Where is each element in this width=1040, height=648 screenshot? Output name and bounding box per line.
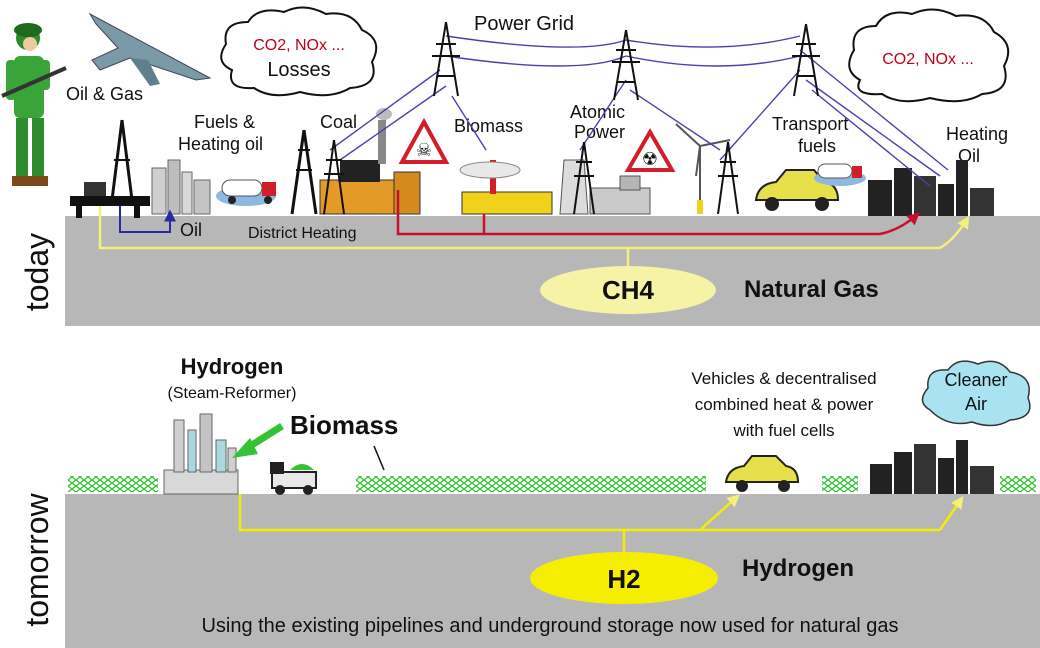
label-coal: Coal	[320, 112, 357, 132]
label-vehicles-1: Vehicles & decentralised	[691, 369, 876, 388]
label-biomass-tomorrow: Biomass	[290, 410, 398, 440]
gas-name-tomorrow: Hydrogen	[742, 555, 854, 582]
label-power-grid: Power Grid	[474, 13, 574, 35]
cloud-right-emissions: CO2, NOx ...	[882, 51, 974, 68]
cloud-right: CO2, NOx ...	[848, 8, 1010, 103]
biomass-truck-icon	[270, 462, 317, 495]
label-fuels-1: Fuels &	[194, 112, 255, 132]
label-oil: Oil	[180, 220, 202, 240]
nuclear-plant-icon	[559, 159, 651, 215]
footer-text: Using the existing pipelines and undergr…	[201, 615, 898, 637]
section-label-tomorrow: tomorrow	[19, 492, 55, 626]
biomass-pointer-line	[373, 445, 385, 471]
section-label-today: today	[19, 233, 55, 311]
grass-strip-2	[356, 476, 706, 492]
label-oil-gas: Oil & Gas	[66, 84, 143, 104]
tanker-truck-2-icon	[814, 163, 866, 186]
label-transport-2: fuels	[798, 136, 836, 156]
gas-formula-today: CH4	[602, 275, 655, 305]
grass-strip-1	[68, 476, 158, 492]
label-fuels-2: Heating oil	[178, 134, 263, 154]
coal-mine-icon	[290, 129, 318, 215]
pylon-icon-6	[717, 141, 739, 215]
pylon-icon-4	[323, 139, 345, 215]
district-heating-pipeline	[396, 190, 920, 236]
car-tomorrow-icon	[724, 455, 800, 492]
steam-reformer-icon	[163, 413, 239, 495]
power-grid-lines	[329, 35, 949, 187]
label-atomic-2: Power	[574, 122, 625, 142]
gas-formula-tomorrow: H2	[607, 564, 640, 594]
pylon-icon-5	[573, 141, 595, 215]
cloud-left-losses: Losses	[267, 59, 330, 81]
label-steam-reformer: (Steam-Reformer)	[168, 385, 297, 402]
gas-name-today: Natural Gas	[744, 276, 879, 303]
city-today-icon	[868, 160, 994, 216]
cloud-left-emissions: CO2, NOx ...	[253, 37, 345, 54]
jet-icon	[88, 12, 212, 86]
label-district-heating: District Heating	[248, 225, 356, 242]
hydrogen-pipeline	[238, 494, 964, 552]
tanker-truck-icon	[216, 179, 276, 206]
label-vehicles-2: combined heat & power	[695, 395, 874, 414]
svg-text:☢: ☢	[642, 149, 658, 169]
refinery-icon	[151, 159, 211, 215]
label-cleaner-1: Cleaner	[944, 370, 1007, 390]
pylon-icon-1	[432, 21, 460, 97]
h2-ellipse	[530, 552, 718, 604]
cleaner-air-cloud: Cleaner Air	[921, 360, 1031, 427]
label-biomass-today: Biomass	[454, 116, 523, 136]
ch4-ellipse	[540, 266, 716, 314]
label-heating-1: Heating	[946, 124, 1008, 144]
biomass-plant-icon	[459, 160, 553, 215]
label-transport-1: Transport	[772, 114, 848, 134]
oil-pipeline	[119, 206, 176, 233]
pylon-icon-3	[792, 23, 820, 97]
today-ground	[65, 216, 1040, 326]
soldier-icon	[1, 23, 67, 186]
grass-strip-3	[822, 476, 858, 492]
label-hydrogen-tomorrow: Hydrogen	[181, 354, 284, 379]
toxic-warning-icon: ☠	[398, 117, 450, 164]
radiation-warning-icon: ☢	[624, 128, 676, 172]
label-vehicles-3: with fuel cells	[732, 421, 834, 440]
label-atomic-1: Atomic	[570, 102, 625, 122]
pylon-icon-2	[612, 29, 640, 101]
biomass-input-arrow	[232, 423, 284, 458]
oil-rig-icon	[70, 119, 150, 218]
city-tomorrow-icon	[870, 440, 994, 494]
cloud-left: CO2, NOx ... Losses	[220, 6, 378, 97]
wind-turbine-icon	[675, 123, 731, 214]
grass-strip-4	[1000, 476, 1036, 492]
natural-gas-pipeline	[98, 206, 970, 266]
svg-text:☠: ☠	[416, 140, 432, 160]
label-cleaner-2: Air	[965, 394, 987, 414]
